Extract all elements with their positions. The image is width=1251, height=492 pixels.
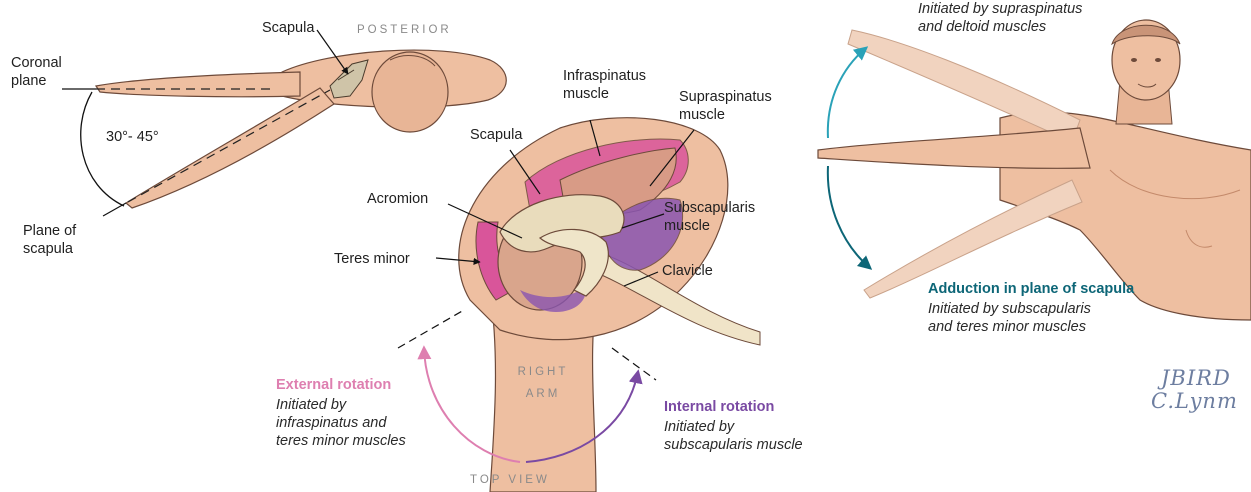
caption-top-view: TOP VIEW [470, 474, 550, 486]
external-rotation-axis [398, 310, 464, 348]
abduction-desc: Initiated by supraspinatus and deltoid m… [918, 0, 1082, 36]
label-clavicle: Clavicle [662, 262, 713, 280]
label-teres-minor: Teres minor [334, 250, 410, 268]
internal-rotation-title: Internal rotation [664, 399, 774, 415]
label-subscapularis: Subscapularis muscle [664, 199, 755, 235]
internal-rotation-desc: Initiated by subscapularis muscle [664, 418, 803, 454]
label-coronal-plane: Coronal plane [11, 54, 62, 90]
angle-arc [81, 92, 124, 206]
label-infraspinatus: Infraspinatus muscle [563, 67, 646, 103]
label-plane-of-scapula: Plane of scapula [23, 222, 76, 258]
label-scapula-left: Scapula [262, 19, 314, 37]
adduction-desc: Initiated by subscapularis and teres min… [928, 300, 1091, 336]
external-rotation-desc: Initiated by infraspinatus and teres min… [276, 396, 406, 450]
internal-rotation-axis [612, 348, 656, 380]
external-rotation-title: External rotation [276, 377, 391, 393]
caption-posterior: POSTERIOR [357, 24, 452, 36]
caption-right-arm: RIGHT ARM [511, 361, 575, 405]
label-scapula-center: Scapula [470, 126, 522, 144]
label-acromion: Acromion [367, 190, 428, 208]
label-supraspinatus: Supraspinatus muscle [679, 88, 772, 124]
abduction-arrow [828, 48, 866, 138]
adduction-arrow [828, 166, 870, 268]
adduction-title: Adduction in plane of scapula [928, 281, 1134, 297]
artist-signature: JBIRD C.Lynm [1151, 367, 1238, 413]
label-angle: 30°- 45° [106, 128, 159, 146]
frontal-body-illustration [818, 20, 1251, 320]
